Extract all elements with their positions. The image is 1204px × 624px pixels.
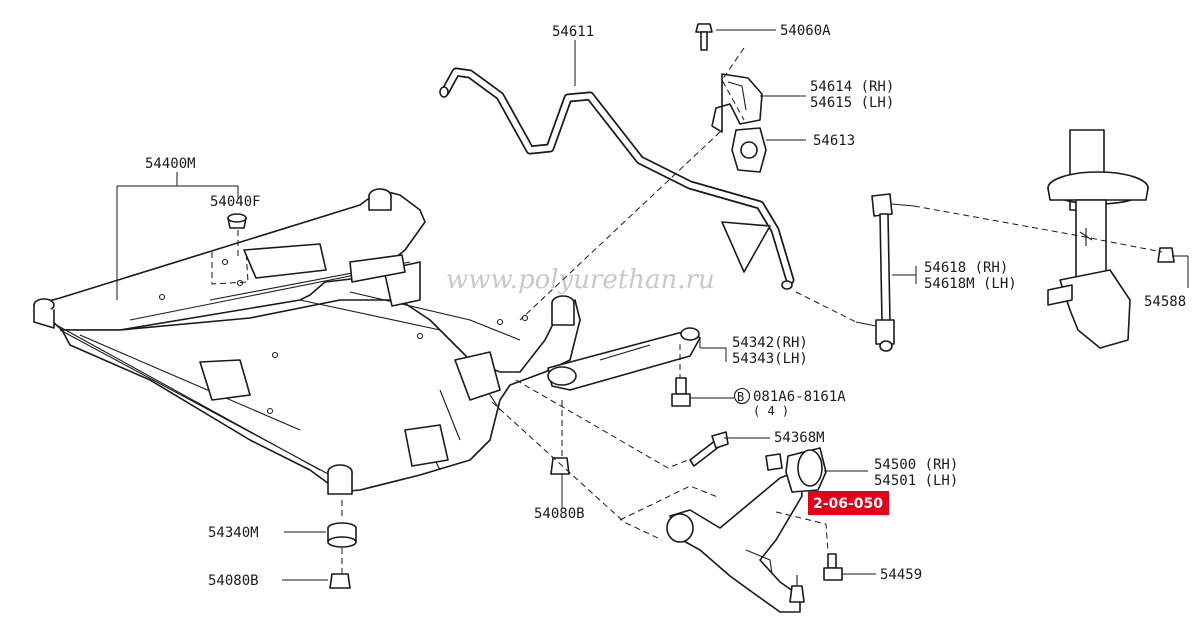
watermark: www.polyurethan.ru [446,265,715,295]
bolt-marker-circle [733,387,751,405]
bump-stop [227,213,247,229]
label-54611: 54611 [552,24,594,40]
label-54080B-center: 54080B [534,506,585,522]
label-54615: 54615 (LH) [810,95,894,111]
label-54500: 54500 (RH) [874,457,958,473]
bolt-54459 [823,553,843,581]
label-54618: 54618 (RH) [924,260,1008,276]
label-54400M: 54400M [145,156,196,172]
guide-lines [211,47,1163,574]
bolt-54060A [695,23,713,51]
strut-assembly [1047,129,1149,349]
bolt-marker: B [737,390,744,404]
badge-background [808,491,889,515]
label-54080B-left: 54080B [208,573,259,589]
label-54342: 54342(RH) [732,335,808,351]
label-54459: 54459 [880,567,922,583]
bolt-081A6 [671,377,691,407]
label-54613: 54613 [813,133,855,149]
label-54618M: 54618M (LH) [924,276,1017,292]
label-081A6: 081A6-8161A [753,389,846,405]
nut-54588 [1157,247,1175,263]
stabilizer-bushing [731,127,767,173]
label-54501: 54501 (LH) [874,473,958,489]
subframe [33,188,581,495]
subframe-mount [327,522,357,548]
label-54060A: 54060A [780,23,831,39]
part-number-badge: 2-06-050 [808,491,889,515]
badge-text: 2-06-050 [813,496,883,512]
stabilizer-link [855,193,915,352]
stabilizer-bar [439,67,795,290]
tension-rod [547,327,701,391]
label-54343: 54343(LH) [732,351,808,367]
nut-54080B-left [329,573,351,589]
part-labels: 54611 54060A 54614 (RH) 54615 (LH) 54613… [145,23,1186,589]
leader-lines [116,29,1189,581]
nut-54080B-center [550,457,570,475]
label-54614: 54614 (RH) [810,79,894,95]
stabilizer-bracket [711,73,763,133]
lower-control-arm [666,447,827,613]
label-54368M: 54368M [774,430,825,446]
bolt-54368M [689,431,729,467]
label-bolt-qty: ( 4 ) [753,404,789,418]
label-54588: 54588 [1144,294,1186,310]
label-54040F: 54040F [210,194,261,210]
label-54340M: 54340M [208,525,259,541]
